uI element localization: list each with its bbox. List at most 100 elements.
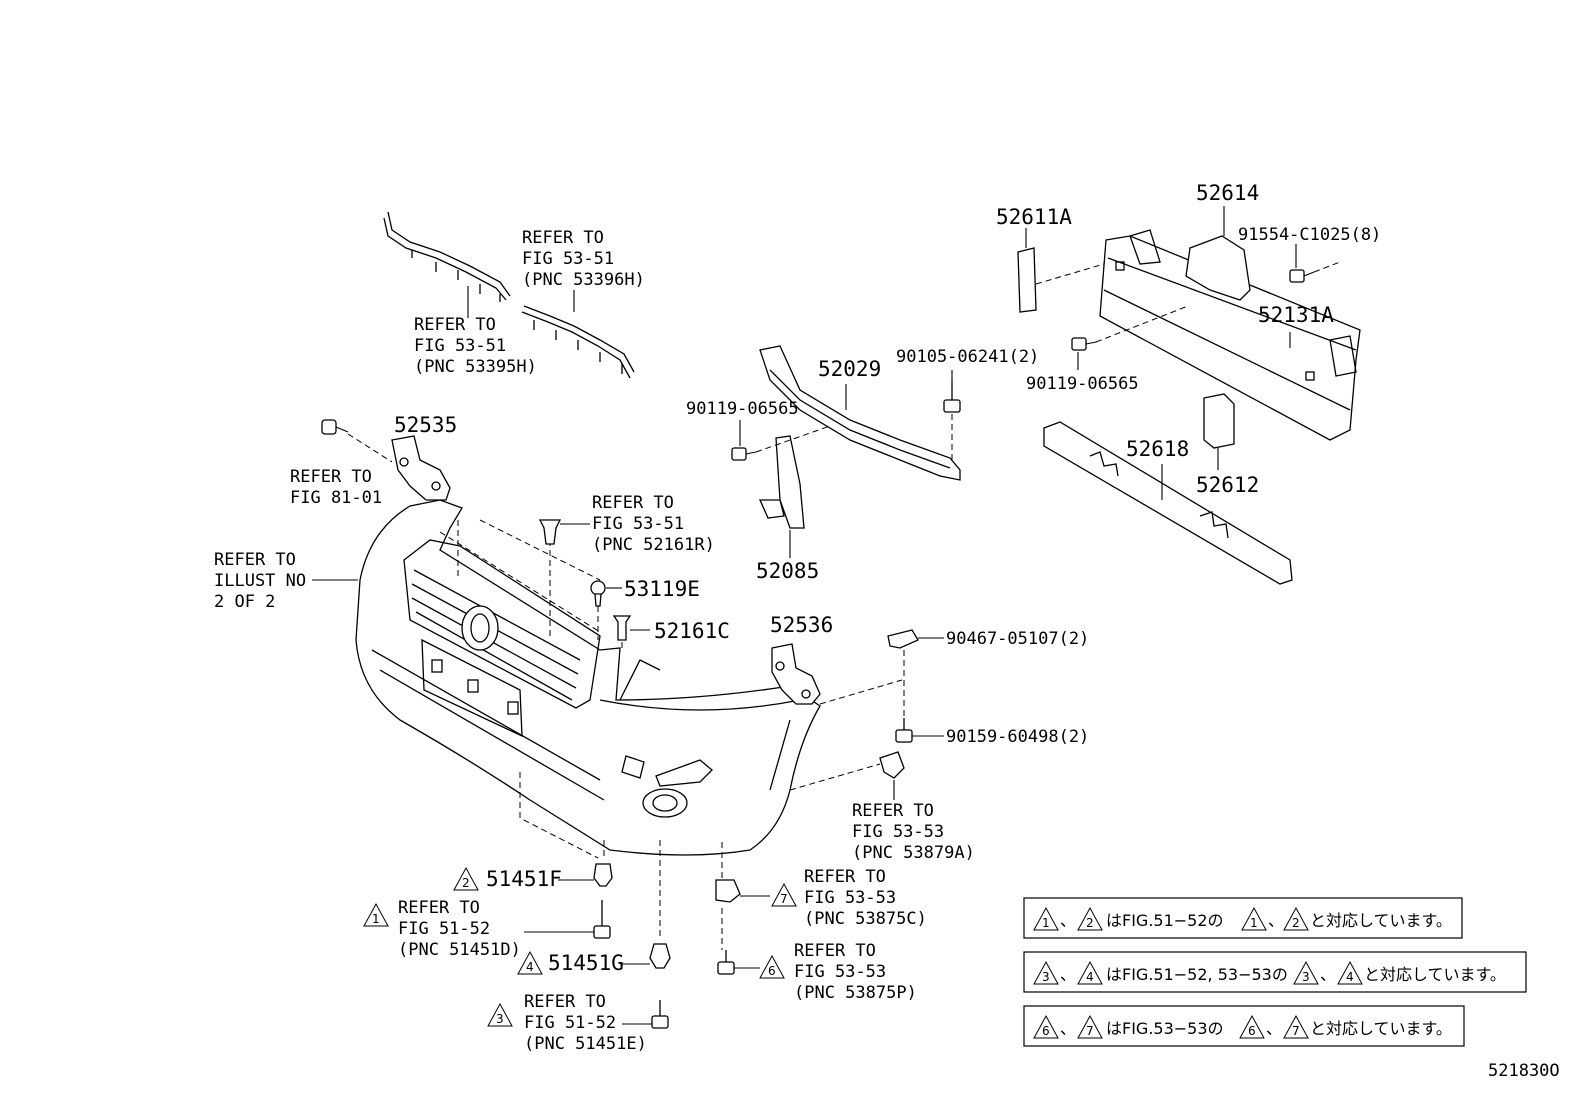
part-number-51451G: 51451G — [548, 951, 624, 975]
svg-text:REFER TO: REFER TO — [414, 315, 496, 335]
part-number-52131A: 52131A — [1258, 303, 1334, 327]
svg-text:REFER TO: REFER TO — [592, 493, 674, 513]
reinforcement-52131A — [1099, 229, 1361, 441]
svg-text:1: 1 — [1250, 916, 1258, 930]
svg-text:FIG 53-51: FIG 53-51 — [592, 514, 684, 534]
spacer-52611A — [1017, 247, 1037, 313]
support-52029 — [759, 345, 961, 481]
bolt-90119-mid-icon — [731, 447, 757, 461]
svg-text:REFER TO: REFER TO — [398, 898, 480, 918]
screw-53875P-icon — [717, 950, 735, 975]
svg-text:2 OF 2: 2 OF 2 — [214, 592, 275, 612]
bolt-icon — [321, 419, 349, 435]
svg-text:REFER TO: REFER TO — [214, 550, 296, 570]
svg-text:FIG 53-53: FIG 53-53 — [804, 888, 896, 908]
marker-triangle-2: 2 — [453, 866, 479, 891]
part-number-52618: 52618 — [1126, 437, 1189, 461]
svg-text:(PNC 52161R): (PNC 52161R) — [592, 535, 715, 555]
bolt-90105-icon — [943, 382, 961, 413]
svg-text:ILLUST NO: ILLUST NO — [214, 571, 306, 591]
clip-51451G-icon — [649, 943, 671, 969]
refer-53875P: REFER TO FIG 53-53 (PNC 53875P) — [794, 941, 917, 1003]
svg-text:はFIG.51−52の: はFIG.51−52の — [1106, 911, 1224, 930]
clip-53119E-icon — [590, 580, 606, 607]
svg-text:はFIG.51−52, 53−53の: はFIG.51−52, 53−53の — [1106, 965, 1288, 984]
svg-text:FIG 51-52: FIG 51-52 — [398, 919, 490, 939]
clip-51451F-icon — [593, 863, 613, 887]
spacer-52612 — [1203, 393, 1235, 449]
absorber-bracket-52614 — [1185, 235, 1251, 301]
part-number-90467: 90467-05107(2) — [946, 629, 1089, 649]
svg-text:(PNC 53396H): (PNC 53396H) — [522, 270, 645, 290]
svg-text:FIG 53-53: FIG 53-53 — [852, 822, 944, 842]
marker-triangle-7: 7 — [771, 882, 797, 907]
svg-text:7: 7 — [1292, 1024, 1300, 1038]
bolt-90159-icon — [895, 718, 913, 743]
svg-text:FIG 53-51: FIG 53-51 — [414, 336, 506, 356]
svg-text:REFER TO: REFER TO — [852, 801, 934, 821]
svg-text:4: 4 — [1346, 970, 1354, 984]
bolt-90119-right-icon — [1071, 337, 1097, 351]
svg-text:FIG 53-51: FIG 53-51 — [522, 249, 614, 269]
svg-text:7: 7 — [1086, 1024, 1094, 1038]
svg-text:と対応しています。: と対応しています。 — [1364, 965, 1506, 984]
refer-53395H: REFER TO FIG 53-51 (PNC 53395H) — [414, 315, 537, 377]
svg-text:3: 3 — [496, 1012, 504, 1026]
part-number-52536: 52536 — [770, 613, 833, 637]
refer-fig-81-01: REFER TO FIG 81-01 — [290, 467, 382, 508]
svg-text:REFER TO: REFER TO — [524, 992, 606, 1012]
refer-51451E: REFER TO FIG 51-52 (PNC 51451E) — [524, 992, 647, 1054]
retainer-strip-53395H — [383, 211, 511, 302]
refer-53875C: REFER TO FIG 53-53 (PNC 53875C) — [804, 867, 927, 929]
part-number-52535: 52535 — [394, 413, 457, 437]
svg-text:6: 6 — [1042, 1024, 1050, 1038]
svg-text:、: 、 — [1268, 911, 1284, 930]
part-number-90159: 90159-60498(2) — [946, 727, 1089, 747]
svg-text:(PNC 53875P): (PNC 53875P) — [794, 983, 917, 1003]
svg-text:REFER TO: REFER TO — [290, 467, 372, 487]
illustration-code: 521830O — [1488, 1061, 1560, 1081]
svg-text:FIG 53-53: FIG 53-53 — [794, 962, 886, 982]
retainer-strip-53396H — [521, 305, 635, 379]
part-number-91554: 91554-C1025(8) — [1238, 225, 1381, 245]
marker-triangle-4: 4 — [517, 950, 543, 975]
refer-52161R: REFER TO FIG 53-51 (PNC 52161R) — [592, 493, 715, 555]
refer-53879A: REFER TO FIG 53-53 (PNC 53879A) — [852, 801, 975, 863]
part-number-52611A: 52611A — [996, 205, 1072, 229]
svg-text:6: 6 — [1248, 1024, 1256, 1038]
svg-text:、: 、 — [1060, 911, 1076, 930]
marker-triangle-3: 3 — [487, 1002, 513, 1027]
part-number-51451F: 51451F — [486, 867, 562, 891]
refer-illust-no: REFER TO ILLUST NO 2 OF 2 — [214, 550, 306, 612]
screw-51451D-icon — [593, 900, 611, 939]
bolt-91554-icon — [1289, 269, 1315, 283]
nut-90467-icon — [887, 629, 919, 649]
svg-text:、: 、 — [1266, 1019, 1282, 1038]
note-box-2: 3 、 4 はFIG.51−52, 53−53の 3 、 4 と対応しています。 — [1023, 951, 1527, 993]
part-number-52029: 52029 — [818, 357, 881, 381]
refer-51451D: REFER TO FIG 51-52 (PNC 51451D) — [398, 898, 521, 960]
svg-text:7: 7 — [780, 892, 788, 906]
front-bumper-cover — [355, 499, 821, 856]
clip-52161C-icon — [612, 615, 632, 641]
svg-text:REFER TO: REFER TO — [794, 941, 876, 961]
svg-text:2: 2 — [1086, 916, 1094, 930]
marker-triangle-1: 1 — [363, 902, 389, 927]
note-box-3: 6 、 7 はFIG.53−53の 6 、 7 と対応しています。 — [1023, 1005, 1465, 1047]
retainer-53879A-icon — [879, 751, 905, 779]
marker-triangle-6: 6 — [759, 954, 785, 979]
part-number-52161C: 52161C — [654, 619, 730, 643]
part-number-90105: 90105-06241(2) — [896, 347, 1039, 367]
note-box-1: 1 、 2 はFIG.51−52の 1 、 2 と対応しています。 — [1023, 897, 1463, 939]
clip-52161R-icon — [538, 519, 562, 545]
svg-text:6: 6 — [768, 964, 776, 978]
svg-text:FIG 51-52: FIG 51-52 — [524, 1013, 616, 1033]
svg-text:2: 2 — [462, 876, 470, 890]
svg-text:4: 4 — [1086, 970, 1094, 984]
svg-text:(PNC 53395H): (PNC 53395H) — [414, 357, 537, 377]
svg-text:REFER TO: REFER TO — [522, 228, 604, 248]
svg-text:3: 3 — [1302, 970, 1310, 984]
svg-text:3: 3 — [1042, 970, 1050, 984]
retainer-53875C-icon — [715, 879, 741, 903]
